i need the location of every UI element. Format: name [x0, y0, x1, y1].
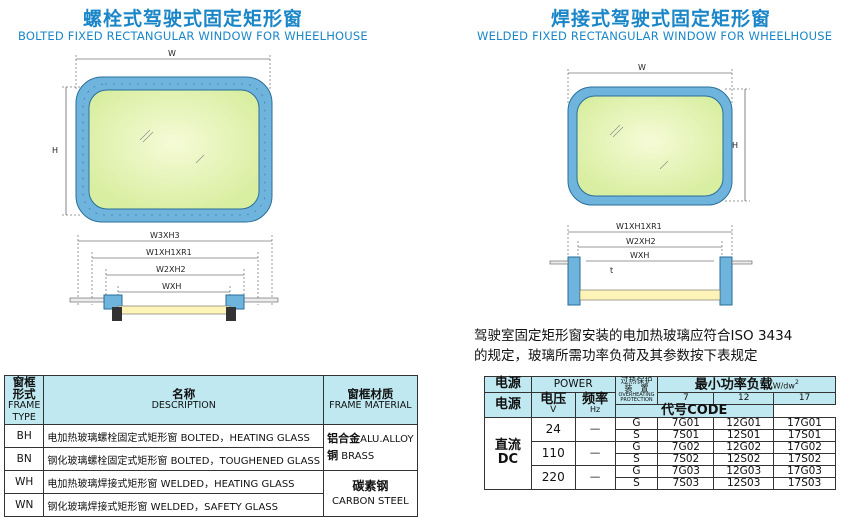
- dim-w: W: [168, 49, 176, 58]
- dim-wxh: WXH: [162, 282, 181, 291]
- table-row: BH 电加热玻璃螺栓固定式矩形窗 BOLTED，HEATING GLASS 铝合…: [3, 424, 418, 471]
- welded-window-drawing: W H W1XH1XR1 W2XH2 WXH t: [549, 63, 753, 306]
- dim-w2xh2: W2XH2: [156, 265, 186, 274]
- note-line2: 的规定，玻璃所需功率负荷及其参数按下表规定: [474, 348, 758, 364]
- dim-h: H: [52, 146, 58, 155]
- table-row: BN 钢化玻璃螺栓固定式矩形窗 BOLTED，TOUGHENED GLASS: [3, 447, 418, 471]
- dim-w2xh2-r: W2XH2: [626, 237, 656, 246]
- dim-wxh-r: WXH: [630, 251, 649, 260]
- power-code-table: 电源 POWER 过热保护装 置 OVERHEATING PROTECTION …: [484, 376, 836, 490]
- right-title-cn: 焊接式驾驶式固定矩形窗: [551, 8, 772, 30]
- note-line1: 驾驶室固定矩形窗安装的电加热玻璃应符合ISO 3434: [474, 328, 793, 344]
- left-title-cn: 螺栓式驾驶式固定矩形窗: [83, 8, 304, 30]
- dim-w3xh3: W3XH3: [150, 231, 180, 240]
- dim-w-r: W: [638, 63, 646, 72]
- right-title-en: WELDED FIXED RECTANGULAR WINDOW FOR WHEE…: [477, 29, 833, 43]
- dim-h-r: H: [732, 141, 738, 150]
- dim-w1xh1xr1-r: W1XH1XR1: [616, 222, 662, 231]
- bolted-window-drawing: W H W3XH3 W1XH1XR1 W2XH2 WXH: [52, 49, 279, 321]
- dim-w1xh1xr1: W1XH1XR1: [146, 248, 192, 257]
- dim-t: t: [610, 266, 613, 275]
- left-title-en: BOLTED FIXED RECTANGULAR WINDOW FOR WHEE…: [18, 29, 368, 43]
- table-row: WH 电加热玻璃焊接式矩形窗 WELDED，HEATING GLASS 碳素钢 …: [3, 470, 418, 517]
